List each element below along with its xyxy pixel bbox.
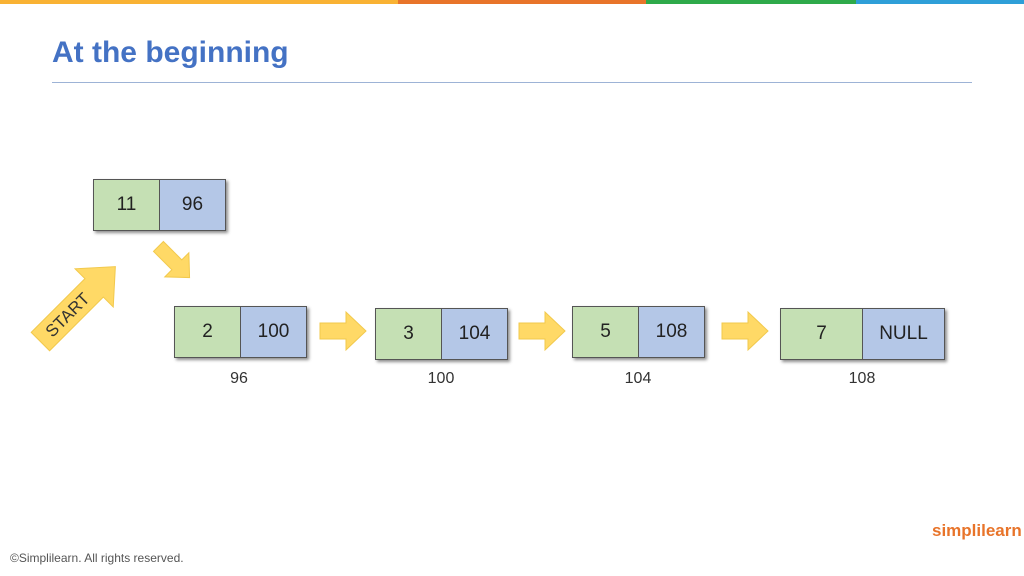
new-node-next: 96 bbox=[160, 180, 225, 230]
list-node-2: 3 104 bbox=[375, 308, 508, 360]
copyright-footer: ©Simplilearn. All rights reserved. bbox=[10, 551, 184, 565]
node-1-address: 96 bbox=[230, 370, 248, 387]
list-node-3: 5 108 bbox=[572, 306, 705, 358]
node-3-next: 108 bbox=[639, 307, 704, 357]
node-1-next: 100 bbox=[241, 307, 306, 357]
node-4-address: 108 bbox=[848, 370, 876, 387]
link-arrow-icon bbox=[319, 310, 367, 352]
list-node-4: 7 NULL bbox=[780, 308, 945, 360]
link-arrow-icon bbox=[518, 310, 566, 352]
slide-title: At the beginning bbox=[52, 36, 289, 69]
node-4-data: 7 bbox=[781, 309, 863, 359]
start-arrow-icon: START bbox=[30, 266, 116, 352]
node-3-address: 104 bbox=[624, 370, 652, 387]
node-2-address: 100 bbox=[427, 370, 455, 387]
node-2-data: 3 bbox=[376, 309, 442, 359]
new-node-data: 11 bbox=[94, 180, 160, 230]
node-4-next: NULL bbox=[863, 309, 944, 359]
node-2-next: 104 bbox=[442, 309, 507, 359]
top-bar-segment bbox=[856, 0, 1024, 4]
top-bar-segment bbox=[0, 0, 398, 4]
list-node-1: 2 100 bbox=[174, 306, 307, 358]
link-arrow-icon bbox=[721, 310, 769, 352]
title-divider bbox=[52, 82, 972, 83]
node-3-data: 5 bbox=[573, 307, 639, 357]
top-color-bar bbox=[0, 0, 1024, 4]
new-node-arrow-icon bbox=[152, 240, 191, 279]
node-1-data: 2 bbox=[175, 307, 241, 357]
top-bar-segment bbox=[646, 0, 856, 4]
top-bar-segment bbox=[398, 0, 646, 4]
simplilearn-logo: simplilearn bbox=[932, 521, 1022, 540]
new-node: 11 96 bbox=[93, 179, 226, 231]
